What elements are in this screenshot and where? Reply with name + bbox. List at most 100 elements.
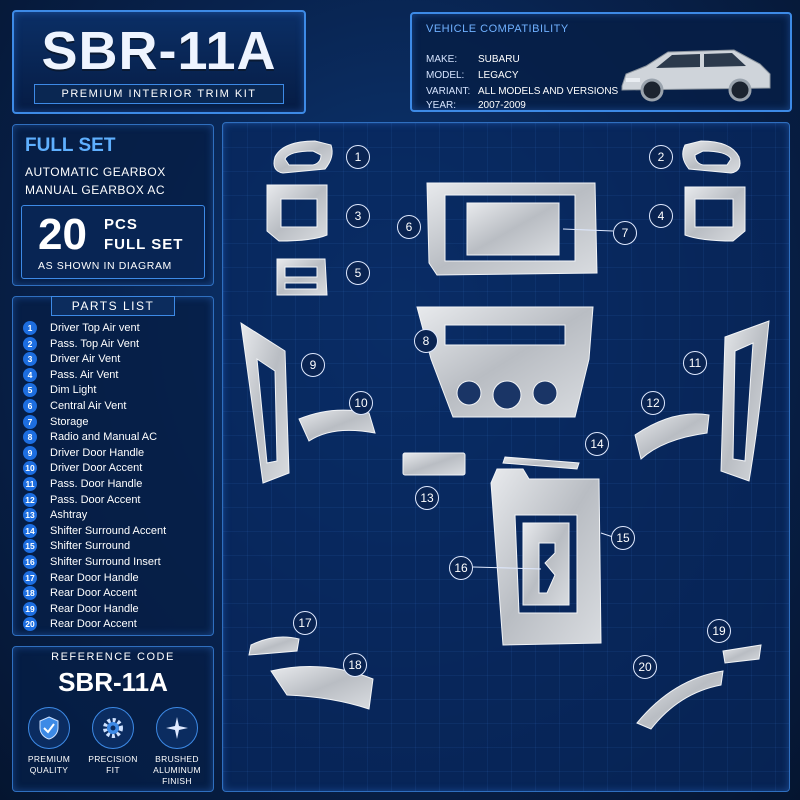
part-number-badge: 17 bbox=[23, 570, 37, 585]
compatibility-title: VEHICLE COMPATIBILITY bbox=[426, 23, 569, 35]
callout-19: 19 bbox=[707, 619, 731, 643]
part-number-badge: 10 bbox=[23, 461, 37, 476]
full-set-panel: FULL SET AUTOMATIC GEARBOX MANUAL GEARBO… bbox=[12, 124, 214, 286]
product-subtitle: PREMIUM INTERIOR TRIM KIT bbox=[34, 84, 284, 104]
part-label: Rear Door Handle bbox=[50, 602, 139, 615]
badge-line: ALUMINUM bbox=[153, 765, 201, 775]
part-label: Rear Door Handle bbox=[50, 571, 139, 584]
star-icon bbox=[156, 707, 198, 749]
callout-4: 4 bbox=[649, 204, 673, 228]
trim-piece-11 bbox=[720, 320, 770, 482]
part-label: Driver Top Air vent bbox=[50, 322, 140, 334]
callout-6: 6 bbox=[397, 215, 421, 239]
part-label: Dim Light bbox=[50, 384, 97, 397]
parts-list-item: 19 Rear Door Handle bbox=[23, 601, 139, 616]
callout-8: 8 bbox=[414, 329, 438, 353]
trim-piece-3 bbox=[266, 184, 328, 242]
callout-12: 12 bbox=[641, 391, 665, 415]
part-number-badge: 15 bbox=[23, 539, 37, 554]
callout-1: 1 bbox=[346, 145, 370, 169]
callout-7: 7 bbox=[613, 221, 637, 245]
callout-18: 18 bbox=[343, 653, 367, 677]
part-number-badge: 20 bbox=[23, 617, 37, 632]
compat-value: ALL MODELS AND VERSIONS bbox=[478, 86, 619, 97]
trim-piece-8-knob-left bbox=[456, 380, 482, 406]
callout-16: 16 bbox=[449, 556, 473, 580]
badge-line: FINISH bbox=[162, 776, 192, 786]
shield-icon bbox=[28, 707, 70, 749]
callout-13: 13 bbox=[415, 486, 439, 510]
trim-piece-14 bbox=[502, 456, 580, 470]
reference-heading: REFERENCE CODE bbox=[51, 651, 175, 663]
trim-piece-12 bbox=[634, 413, 710, 460]
badge-line: FIT bbox=[106, 765, 120, 775]
part-label: Pass. Air Vent bbox=[50, 368, 119, 381]
trim-piece-16 bbox=[522, 522, 570, 606]
callout-9: 9 bbox=[301, 353, 325, 377]
leader-line-16 bbox=[472, 566, 542, 570]
part-label: Pass. Door Handle bbox=[50, 478, 143, 490]
trim-piece-4 bbox=[684, 186, 746, 242]
callout-11: 11 bbox=[683, 351, 707, 375]
trim-piece-7 bbox=[466, 202, 560, 256]
car-image bbox=[621, 49, 771, 102]
part-label: Central Air Vent bbox=[50, 400, 127, 412]
piece-count-box: 20 PCS FULL SET AS SHOWN IN DIAGRAM bbox=[21, 205, 205, 279]
product-title: SBR-11A bbox=[41, 21, 277, 81]
callout-20: 20 bbox=[633, 655, 657, 679]
callout-3: 3 bbox=[346, 204, 370, 228]
compat-key: YEAR: bbox=[426, 100, 457, 111]
part-label: Driver Air Vent bbox=[50, 353, 121, 366]
part-label: Driver Door Accent bbox=[50, 462, 143, 475]
callout-10: 10 bbox=[349, 391, 373, 415]
title-panel: SBR-11A PREMIUM INTERIOR TRIM KIT bbox=[12, 10, 306, 114]
trim-piece-8-knob-center bbox=[492, 380, 522, 410]
badge-line: QUALITY bbox=[29, 765, 69, 775]
badge-line: PREMIUM bbox=[27, 754, 71, 764]
compat-value: 2007-2009 bbox=[478, 100, 526, 111]
part-number-badge: 7 bbox=[23, 414, 37, 429]
badge-line: BRUSHED bbox=[155, 754, 199, 764]
compat-row-make: MAKE:SUBARU bbox=[426, 54, 520, 65]
full-set-title: FULL SET bbox=[25, 135, 116, 156]
trim-piece-5 bbox=[276, 258, 328, 296]
trim-piece-8-knob-right bbox=[532, 380, 558, 406]
part-number-badge: 9 bbox=[23, 445, 37, 460]
trim-piece-18 bbox=[270, 666, 374, 710]
part-label: Pass. Door Accent bbox=[50, 493, 141, 506]
part-number-badge: 3 bbox=[23, 352, 37, 367]
trim-piece-17 bbox=[248, 636, 300, 656]
gear-icon bbox=[92, 707, 134, 749]
part-label: Shifter Surround Insert bbox=[50, 556, 161, 568]
trim-piece-19 bbox=[722, 644, 762, 664]
trim-piece-1 bbox=[273, 140, 333, 174]
vehicle-compatibility-panel: VEHICLE COMPATIBILITY MAKE:SUBARU MODEL:… bbox=[410, 12, 792, 112]
callout-14: 14 bbox=[585, 432, 609, 456]
diagram-note: AS SHOWN IN DIAGRAM bbox=[38, 260, 172, 272]
compat-value: SUBARU bbox=[478, 54, 520, 65]
part-number-badge: 11 bbox=[23, 477, 37, 491]
parts-list-item: 17 Rear Door Handle bbox=[23, 570, 139, 585]
piece-count: 20 bbox=[38, 210, 87, 259]
part-label: Shifter Surround Accent bbox=[50, 524, 167, 537]
trim-pieces bbox=[240, 140, 770, 730]
compat-row-variant: VARIANT:ALL MODELS AND VERSIONS bbox=[426, 86, 618, 97]
parts-list-heading: PARTS LIST bbox=[51, 296, 175, 316]
leader-line-7 bbox=[562, 228, 614, 232]
parts-diagram: 1 2 3 4 5 6 7 8 9 10 11 12 13 14 15 16 1… bbox=[222, 122, 790, 792]
compat-row-year: YEAR: 2007-2009 bbox=[426, 100, 526, 111]
part-number-badge: 19 bbox=[23, 601, 37, 616]
